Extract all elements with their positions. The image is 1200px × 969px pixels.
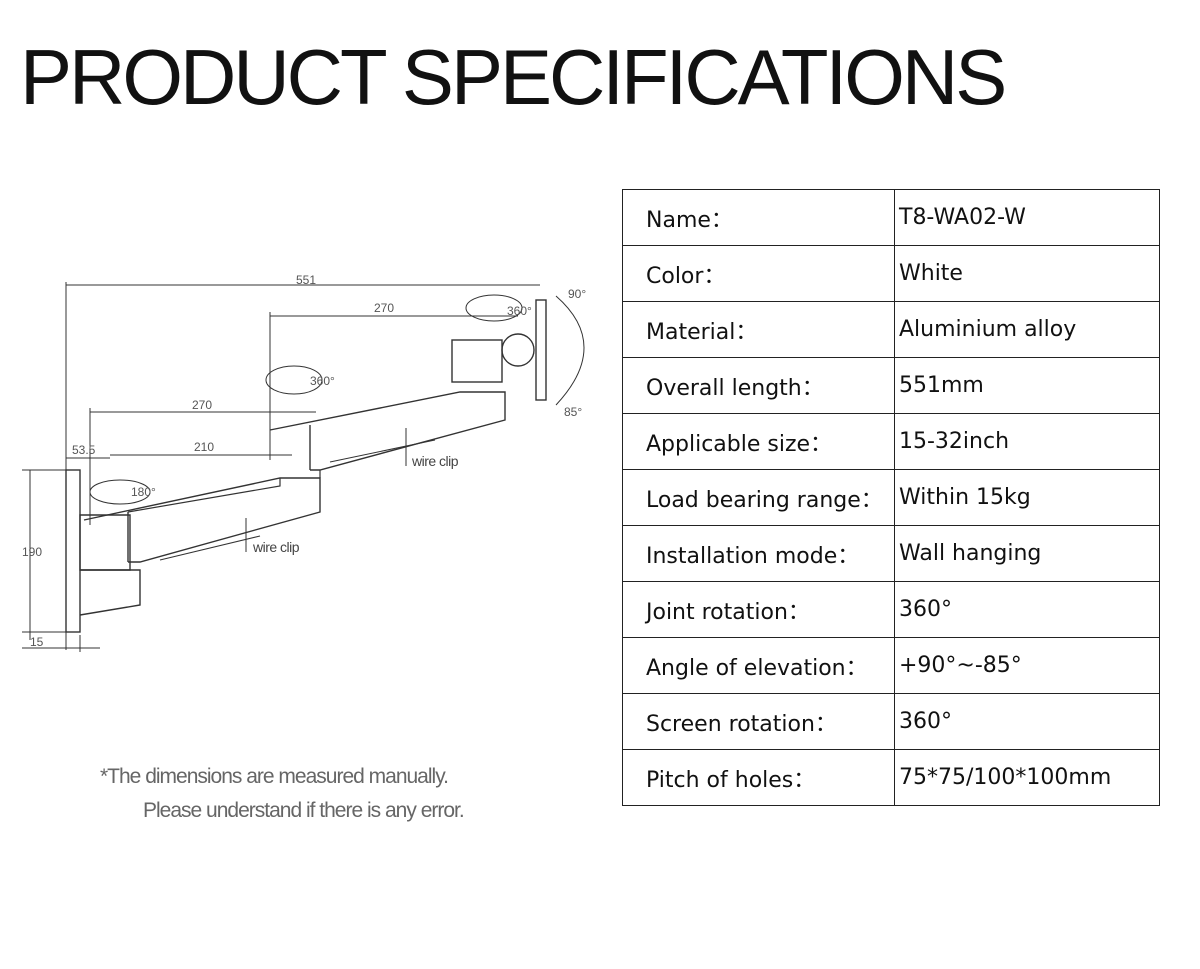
dim-height-label: 190: [22, 545, 42, 559]
spec-label: Applicable size：: [622, 413, 895, 470]
page-title: PRODUCT SPECIFICATIONS: [20, 33, 1007, 121]
spec-value: 551mm: [894, 357, 1160, 414]
dim-total-label: 551: [296, 273, 316, 287]
spec-value: 75*75/100*100mm: [894, 749, 1160, 806]
table-row: Color：White: [622, 245, 1160, 302]
spec-label: Color：: [622, 245, 895, 302]
tilt-up-label: 90°: [568, 287, 586, 301]
spec-label: Angle of elevation：: [622, 637, 895, 694]
rotation-elbow-label: 360°: [310, 374, 335, 388]
wire-clip-upper-label: wire clip: [411, 453, 459, 469]
table-row: Installation mode：Wall hanging: [622, 525, 1160, 582]
spec-value: Wall hanging: [894, 525, 1160, 582]
spec-value: White: [894, 245, 1160, 302]
rotation-wall-label: 180°: [131, 485, 156, 499]
spec-value: 360°: [894, 581, 1160, 638]
note-line-1: *The dimensions are measured manually.: [100, 765, 449, 788]
spec-value: T8-WA02-W: [894, 189, 1160, 246]
spec-value: Within 15kg: [894, 469, 1160, 526]
spec-label: Screen rotation：: [622, 693, 895, 750]
table-row: Material：Aluminium alloy: [622, 301, 1160, 358]
measurement-note: *The dimensions are measured manually. P…: [100, 760, 465, 828]
table-row: Joint rotation：360°: [622, 581, 1160, 638]
spec-value: +90°~-85°: [894, 637, 1160, 694]
spec-label: Joint rotation：: [622, 581, 895, 638]
table-row: Angle of elevation：+90°~-85°: [622, 637, 1160, 694]
table-row: Screen rotation：360°: [622, 693, 1160, 750]
note-line-2: Please understand if there is any error.: [143, 799, 465, 822]
dim-lower-inner-label: 210: [194, 440, 214, 454]
tilt-down-label: 85°: [564, 405, 582, 419]
spec-value: Aluminium alloy: [894, 301, 1160, 358]
table-row: Pitch of holes：75*75/100*100mm: [622, 749, 1160, 806]
table-row: Overall length：551mm: [622, 357, 1160, 414]
table-row: Name：T8-WA02-W: [622, 189, 1160, 246]
spec-label: Material：: [622, 301, 895, 358]
spec-label: Overall length：: [622, 357, 895, 414]
dim-upper-arm-label: 270: [374, 301, 394, 315]
arm-dimension-diagram: 551 270 270 210 53.5 190 15 180° 360° 36…: [22, 273, 586, 652]
spec-label: Pitch of holes：: [622, 749, 895, 806]
spec-label: Load bearing range：: [622, 469, 895, 526]
rotation-head-label: 360°: [507, 304, 532, 318]
dim-lower-arm-label: 270: [192, 398, 212, 412]
spec-value: 360°: [894, 693, 1160, 750]
spec-value: 15-32inch: [894, 413, 1160, 470]
dim-wall-offset-label: 53.5: [72, 443, 96, 457]
table-row: Applicable size：15-32inch: [622, 413, 1160, 470]
dim-plate-label: 15: [30, 635, 44, 649]
spec-label: Name：: [622, 189, 895, 246]
specifications-table: Name：T8-WA02-W Color：White Material：Alum…: [622, 189, 1160, 806]
spec-label: Installation mode：: [622, 525, 895, 582]
table-row: Load bearing range： Within 15kg: [622, 469, 1160, 526]
wire-clip-lower-label: wire clip: [252, 539, 300, 555]
